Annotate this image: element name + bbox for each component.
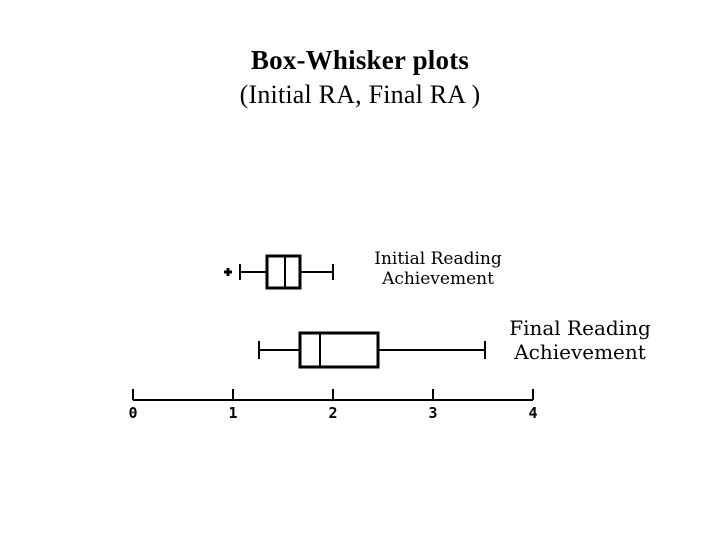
x-axis: 0 1 2 3 4 xyxy=(128,389,538,422)
boxplot-graphics: 0 1 2 3 4 xyxy=(128,254,538,422)
page-title: Box-Whisker plots (Initial RA, Final RA … xyxy=(0,44,720,111)
title-line-2: (Initial RA, Final RA ) xyxy=(239,80,481,109)
box-iqr xyxy=(298,331,380,369)
series-label-initial-reading-achievement: Initial Reading Achievement xyxy=(352,249,524,289)
series-label-final-line-2: Achievement xyxy=(514,339,646,364)
series-label-final-line-1: Final Reading xyxy=(509,316,651,340)
series-label-initial-line-2: Achievement xyxy=(382,269,494,290)
axis-tick-label: 2 xyxy=(328,404,337,422)
box-group-initial xyxy=(224,254,335,290)
axis-tick-label: 4 xyxy=(528,404,537,422)
box-group-final xyxy=(257,331,487,369)
series-label-final-reading-achievement: Final Reading Achievement xyxy=(487,316,673,364)
series-label-initial-line-1: Initial Reading xyxy=(374,249,502,269)
box-iqr xyxy=(265,254,302,290)
axis-tick-label: 3 xyxy=(428,404,437,422)
axis-tick-label: 0 xyxy=(128,404,137,422)
title-line-1: Box-Whisker plots xyxy=(250,45,470,75)
axis-tick-label: 1 xyxy=(228,404,237,422)
